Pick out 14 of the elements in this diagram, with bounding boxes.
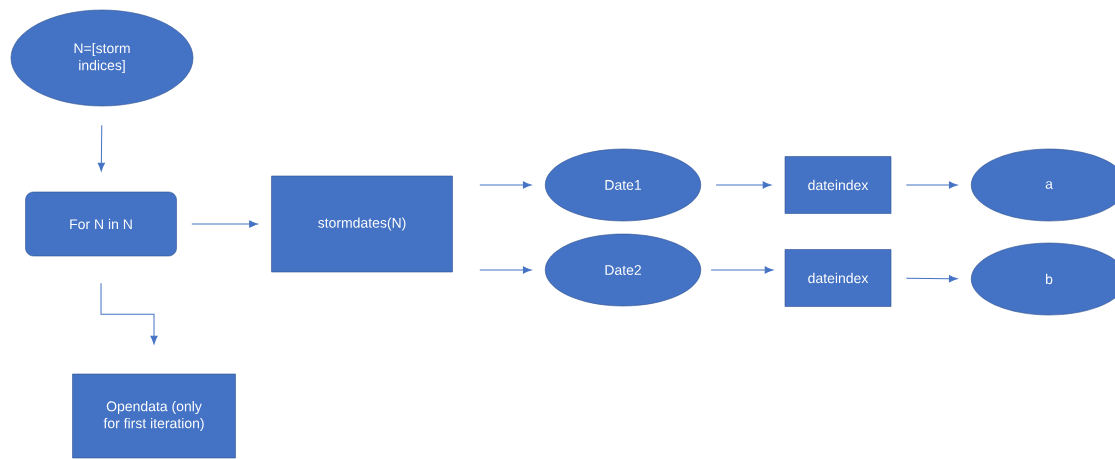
arrow [479,181,532,189]
process-box: dateindex [784,156,892,214]
arrow [710,266,774,274]
process-box: Opendata (only for first iteration) [72,373,236,459]
arrow [905,181,958,189]
arrow [97,124,105,172]
loop-box: For N in N [25,191,177,257]
arrow [191,220,258,228]
arrow [479,266,532,274]
arrow [100,282,158,345]
arrow [715,181,772,189]
process-box: dateindex [784,249,892,307]
process-box: stormdates(N) [271,175,453,273]
arrow [905,275,958,283]
